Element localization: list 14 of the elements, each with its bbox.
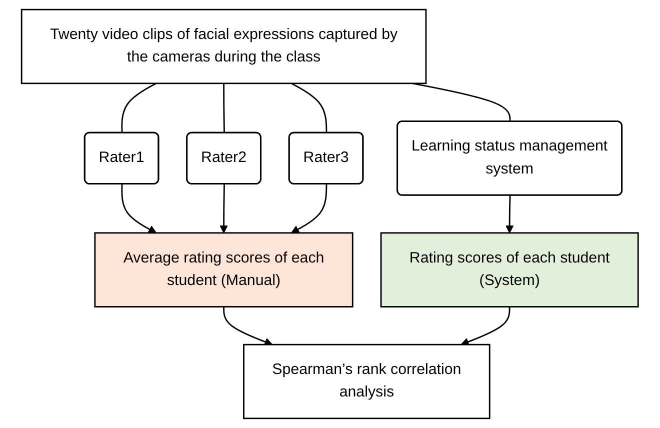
connector <box>291 82 328 134</box>
arrow <box>121 184 157 234</box>
node-box: Twenty video clips of facial expressions captured by the cameras during the class <box>21 8 427 84</box>
arrow <box>223 306 273 346</box>
arrow <box>220 184 228 234</box>
node-box: Average rating scores of each student (Manual) <box>94 232 354 308</box>
node-box: Rating scores of each student (System) <box>380 232 639 308</box>
connector <box>121 82 157 134</box>
node-box: Spearman’s rank correlation analysis <box>243 344 490 420</box>
arrow <box>460 306 510 346</box>
arrow <box>506 196 514 234</box>
arrow <box>291 184 328 234</box>
connector <box>412 82 511 122</box>
connector <box>223 83 226 134</box>
